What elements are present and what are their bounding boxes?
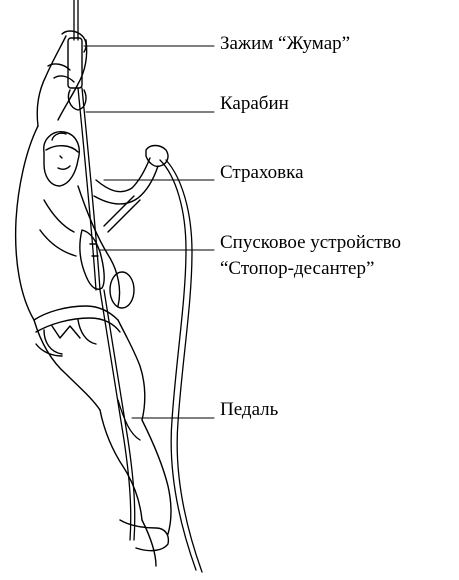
label-descender-line1: Спусковое устройство xyxy=(220,232,401,254)
leader-lines xyxy=(84,46,214,418)
label-belay: Страховка xyxy=(220,162,304,184)
label-carabiner: Карабин xyxy=(220,93,289,115)
belay-arm xyxy=(94,146,168,233)
label-descender-line2: “Стопор-десантер” xyxy=(220,258,374,280)
label-pedal: Педаль xyxy=(220,399,278,421)
pedal-strap xyxy=(100,290,140,540)
belay-rope xyxy=(160,160,202,572)
descender-shape xyxy=(80,230,134,308)
head xyxy=(44,132,79,186)
raised-arm xyxy=(37,31,86,126)
label-clamp: Зажим “Жумар” xyxy=(220,33,350,55)
legs xyxy=(34,320,171,566)
